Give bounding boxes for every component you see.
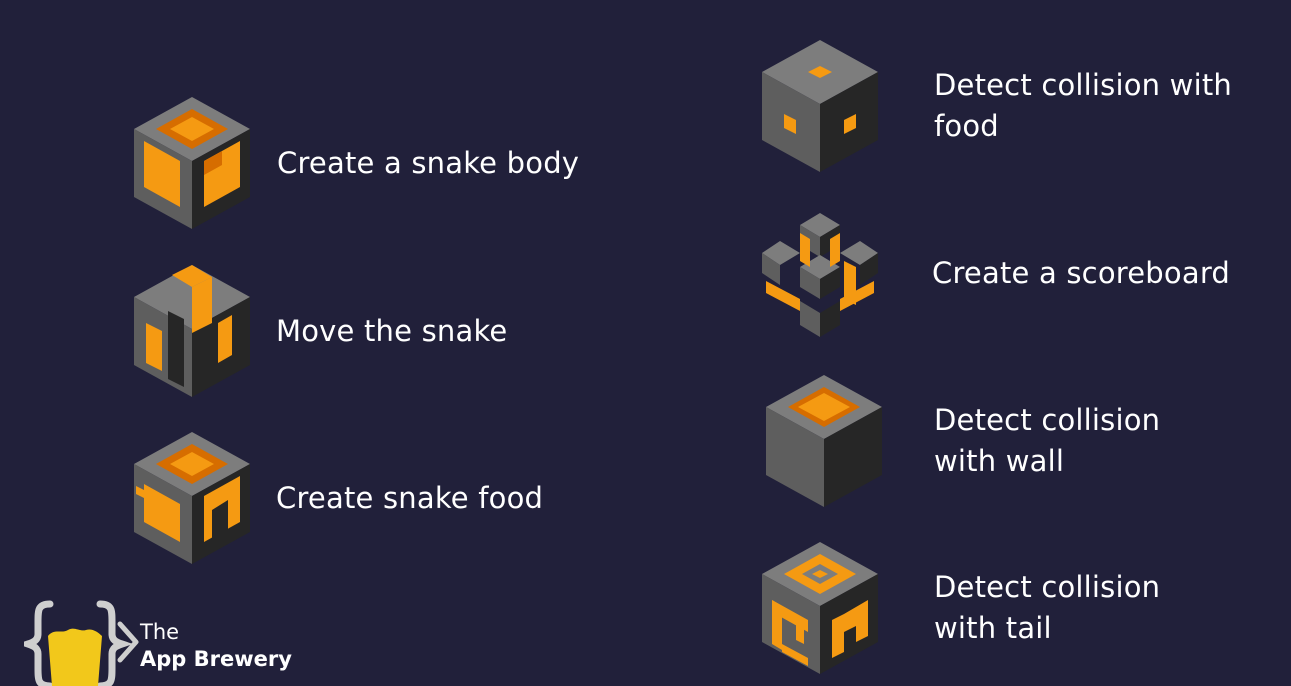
logo-line-the: The — [140, 620, 180, 644]
tail-cube-icon — [760, 540, 880, 676]
wall-cube-icon — [764, 373, 884, 509]
hollow-cube-icon — [132, 95, 252, 231]
step-label: Move the snake — [276, 313, 508, 348]
step-label: Create a scoreboard — [932, 255, 1231, 290]
step-label: Create snake food — [276, 480, 544, 515]
step-detect-collision-tail: Detect collision with tail — [760, 540, 1160, 676]
food-cube-icon — [132, 430, 252, 566]
step-create-snake-food: Create snake food — [132, 430, 543, 566]
step-detect-collision-food: Detect collision with food — [760, 38, 1232, 174]
step-label: Create a snake body — [277, 145, 580, 180]
step-create-scoreboard: Create a scoreboard — [760, 205, 1230, 341]
app-brewery-logo: The App Brewery — [24, 600, 314, 686]
step-label: Detect collision with food — [934, 68, 1233, 143]
step-label: Detect collision with wall — [934, 403, 1161, 478]
step-detect-collision-wall: Detect collision with wall — [764, 373, 1160, 509]
app-brewery-logo-icon — [24, 600, 139, 686]
step-label: Detect collision with tail — [934, 570, 1161, 645]
scoreboard-cube-icon — [760, 205, 880, 341]
collision-food-cube-icon — [760, 38, 880, 174]
step-create-snake-body: Create a snake body — [132, 95, 579, 231]
logo-line-app-brewery: App Brewery — [140, 647, 292, 671]
snake-cube-icon — [132, 263, 252, 399]
step-move-snake: Move the snake — [132, 263, 507, 399]
